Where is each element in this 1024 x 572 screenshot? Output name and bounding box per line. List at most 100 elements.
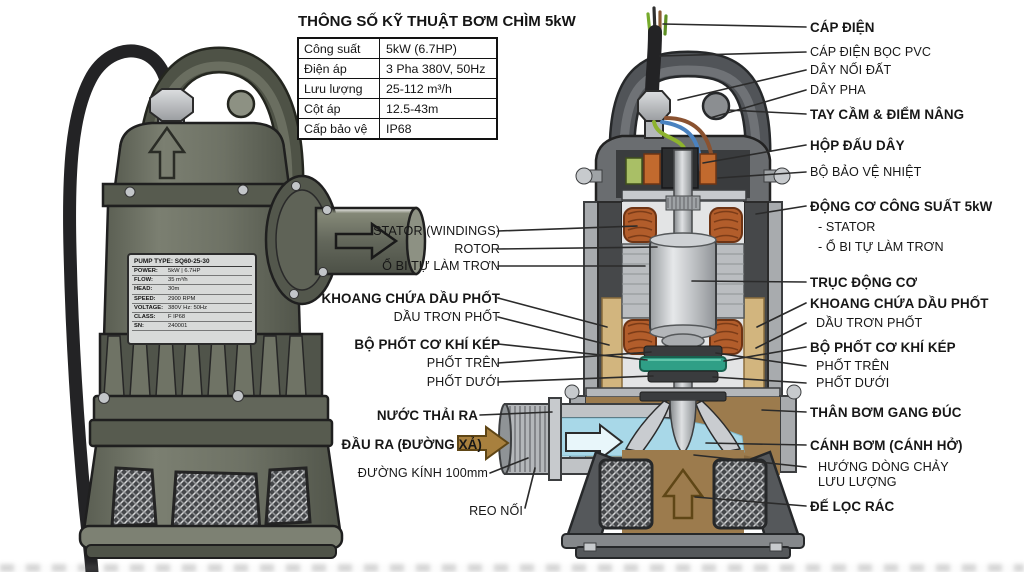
discharge-flow-arrow-icon [565,422,624,462]
table-row: Điện áp 3 Pha 380V, 50Hz [299,58,496,78]
upper-bearing [665,195,701,211]
nameplate-label: HEAD: [134,286,153,293]
callout-wastewater-out: NƯỚC THẢI RA [376,408,478,423]
pump-casing-flange [92,394,330,424]
threaded-coupling [498,397,562,481]
callout-threaded-joint: REO NỐI [469,504,523,518]
callout-seal-oil-right: DẦU TRƠN PHỐT [816,316,923,330]
spec-label: Điện áp [299,59,380,78]
flange-bolt [237,184,249,196]
table-row: Lưu lượng 25-112 m³/h [299,78,496,98]
upper-seal [643,345,723,358]
spec-value: 5kW (6.7HP) [386,41,457,56]
casing-bolt [232,390,244,402]
table-row: Công suất 5kW (6.7HP) [299,39,496,58]
callout-pvc-cable: CÁP ĐIỆN BỌC PVC [810,45,932,59]
cs-power-cable [645,25,662,103]
callout-self-lube-bearing: Ổ BI TỰ LÀM TRƠN [382,259,500,273]
nameplate-value: 2900 RPM [168,295,196,302]
nameplate-label: SPEED: [134,295,156,302]
embossed-arrow-up-icon [147,125,187,180]
callout-motor-shaft: TRỤC ĐỘNG CƠ [810,275,918,290]
nameplate-title: PUMP TYPE: SQ60-25-30 [132,257,252,267]
base-plate-bottom [85,544,337,559]
callout-lower-seal: PHỐT DƯỚI [426,375,500,389]
cs-gland-nut [637,90,671,122]
callout-flow-rate: LƯU LƯỢNG [818,475,897,489]
impeller [624,391,742,456]
pump-casing-flange [88,418,334,448]
casing-shell [583,201,599,417]
earth-terminal [625,157,643,185]
nameplate-value: 30m [168,286,180,293]
spec-value: IP68 [386,121,412,136]
callout-oil-chamber-right: KHOANG CHỨA DẦU PHỐT [810,296,989,311]
nameplate-label: SN: [134,323,144,330]
callout-rotor: ROTOR [454,242,500,256]
callout-strainer-base: ĐẾ LỌC RÁC [810,499,895,514]
callout-upper-seal: PHỐT TRÊN [426,356,500,370]
strainer-mesh [598,458,654,530]
cropped-caption-strip [0,564,1024,572]
outlet-flow-arrow-icon [334,221,399,261]
discharge-outlet [264,174,427,306]
nameplate-value: 5kW | 6.7HP [168,268,201,274]
nameplate-value: 240001 [168,323,188,330]
nameplate-label: VOLTAGE: [134,304,164,311]
callout-double-mech-seal: BỘ PHỐT CƠ KHÍ KÉP [354,337,500,352]
lower-seal [647,370,719,383]
power-cable [63,44,175,572]
callout-flow-direction: HƯỚNG DÒNG CHẢY [818,460,949,474]
casing-shell [767,201,783,417]
callout-thermal-protector: BỘ BẢO VỆ NHIỆT [810,165,922,179]
inflow-arrow-up-icon [661,467,705,520]
stator-lamination [621,243,651,319]
callout-discharge-outlet: ĐẦU RA (ĐƯỜNG XẢ) [341,437,482,452]
callout-phase-wire: DÂY PHA [810,83,866,97]
spec-value: 12.5-43m [386,101,439,116]
outlet-direction-arrow-icon [457,425,510,461]
volute-bolt [786,384,802,400]
pump-nameplate: PUMP TYPE: SQ60-25-30 POWER:5kW | 6.7HP … [127,253,257,345]
strainer-mesh [264,466,312,526]
casing-bolt [98,392,110,404]
terminal-block [643,153,661,185]
nameplate-value: 35 m³/h [168,277,188,284]
strainer-base [561,384,805,559]
handle-hole [226,89,256,119]
rotor [649,239,717,333]
spec-table: Công suất 5kW (6.7HP) Điện áp 3 Pha 380V… [297,37,498,140]
head-bolt [773,167,791,185]
nameplate-label: FLOW: [134,277,153,284]
callout-upper-seal-right: PHỐT TRÊN [816,359,890,373]
terminal-block [699,153,717,185]
spec-label: Công suất [299,39,380,58]
cs-handle-hole [701,91,731,121]
spec-label: Cấp bảo vệ [299,119,380,138]
callout-earth-wire: DÂY NỐI ĐẤT [810,63,892,77]
flange-bolt [124,186,136,198]
head-bolt [575,167,593,185]
cooling-fins [98,332,324,400]
leader-lines [479,23,807,509]
callout-cast-iron-body: THÂN BƠM GANG ĐÚC [810,405,962,420]
callout-motor-5kw: ĐỘNG CƠ CÔNG SUẤT 5kW [810,199,993,214]
callout-terminal-box: HỘP ĐẤU DÂY [810,138,905,153]
table-row: Cấp bảo vệ IP68 [299,118,496,138]
callout-power-cable: CÁP ĐIỆN [810,20,875,35]
cs-handle [608,50,772,153]
callout-diameter-100mm: ĐƯỜNG KÍNH 100mm [357,466,488,480]
spec-table-title: THÔNG SỐ KỸ THUẬT BƠM CHÌM 5kW [298,13,576,30]
callout-seal-oil: DẦU TRƠN PHỐT [393,310,500,324]
volute-bolt [564,384,580,400]
callout-impeller: CÁNH BƠM (CÁNH HỞ) [810,438,963,453]
strainer-mesh [110,466,158,528]
callout-motor-bearing: - Ổ BI TỰ LÀM TRƠN [818,240,944,254]
spec-label: Lưu lượng [299,79,380,98]
strainer-mesh [170,470,262,534]
top-cover [113,121,291,188]
spec-value: 3 Pha 380V, 50Hz [386,61,486,76]
callout-handle-lift-point: TAY CẦM & ĐIỂM NÂNG [810,107,965,122]
